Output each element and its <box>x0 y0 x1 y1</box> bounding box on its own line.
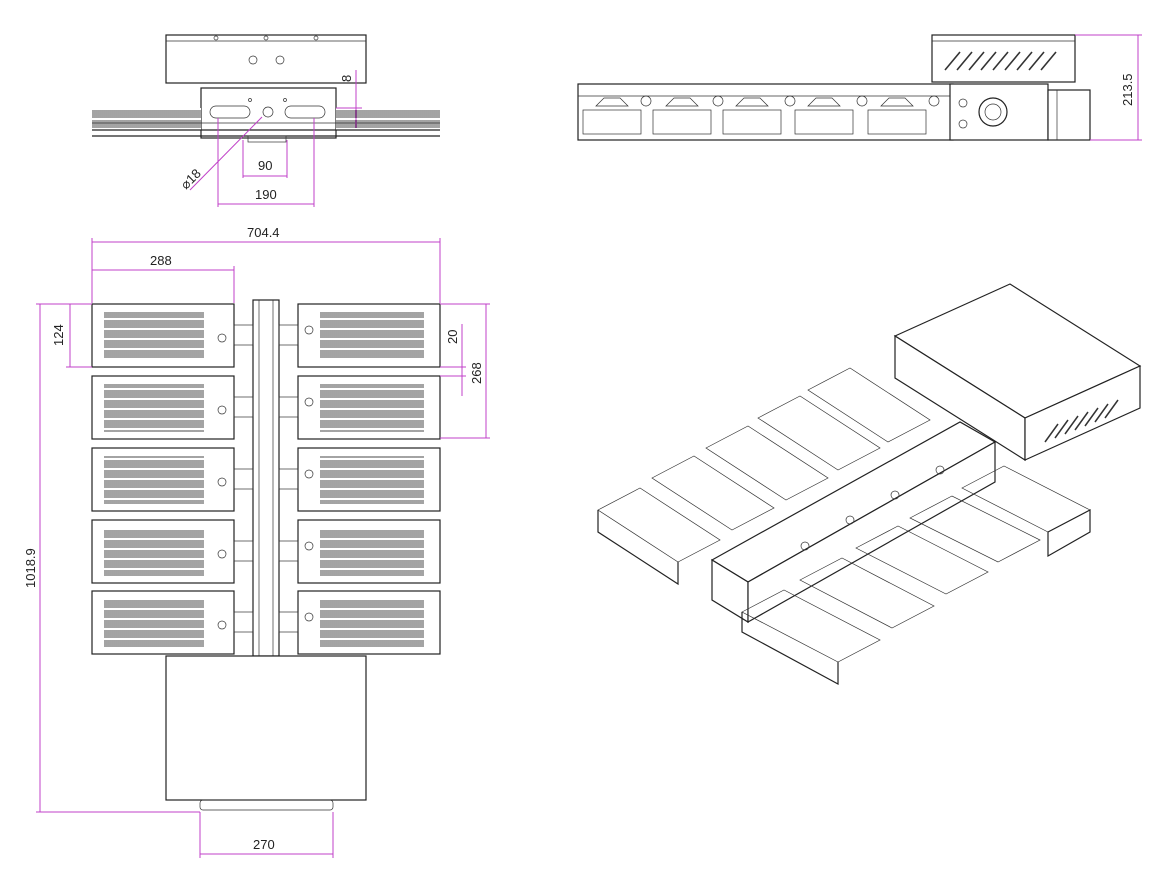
dim-driver-box-width: 270 <box>253 837 275 852</box>
iso-modules-upper <box>597 367 931 586</box>
dim-hole-diameter: ⌀18 <box>178 166 204 192</box>
front-view <box>92 34 440 143</box>
dim-inner-span: 90 <box>258 158 272 173</box>
side-modules <box>582 95 940 135</box>
plan-modules-left <box>91 303 235 655</box>
plan-view <box>91 299 441 811</box>
side-view <box>577 34 1091 141</box>
dim-module-width: 288 <box>150 253 172 268</box>
dim-overall-length: 1018.9 <box>23 548 38 588</box>
dim-module-gap: 20 <box>445 330 460 344</box>
front-view-dimensions: 90 190 ⌀18 8 <box>178 70 362 207</box>
plan-modules-right <box>297 303 441 655</box>
dim-mount-span: 190 <box>255 187 277 202</box>
dim-top-small: 8 <box>339 75 354 82</box>
iso-modules-lower <box>741 465 1091 686</box>
dim-module-height: 124 <box>51 324 66 346</box>
side-view-dimensions: 213.5 <box>1075 34 1142 141</box>
dim-module-pitch-pair: 268 <box>469 362 484 384</box>
isometric-view <box>597 283 1142 686</box>
dim-side-height: 213.5 <box>1120 73 1135 106</box>
dim-overall-width: 704.4 <box>247 225 280 240</box>
plan-view-dimensions: 704.4 288 1018.9 124 20 268 270 <box>23 225 490 858</box>
